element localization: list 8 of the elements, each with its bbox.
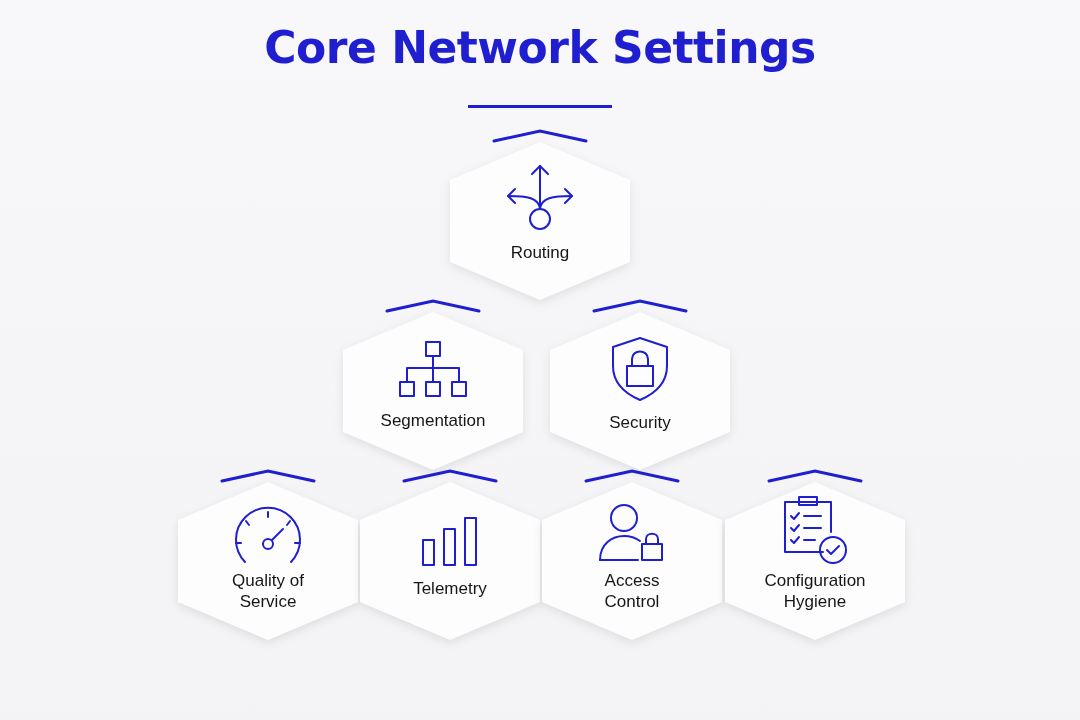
node-label: Routing	[509, 242, 571, 263]
node-label: Security	[608, 412, 672, 433]
node-label: Access Control	[603, 570, 661, 612]
node-label: Configuration Hygiene	[763, 570, 867, 612]
title: Core Network Settings	[264, 22, 816, 73]
node-label: Quality of Service	[231, 570, 305, 612]
node-label: Telemetry	[412, 578, 488, 599]
node-label: Segmentation	[379, 410, 487, 431]
